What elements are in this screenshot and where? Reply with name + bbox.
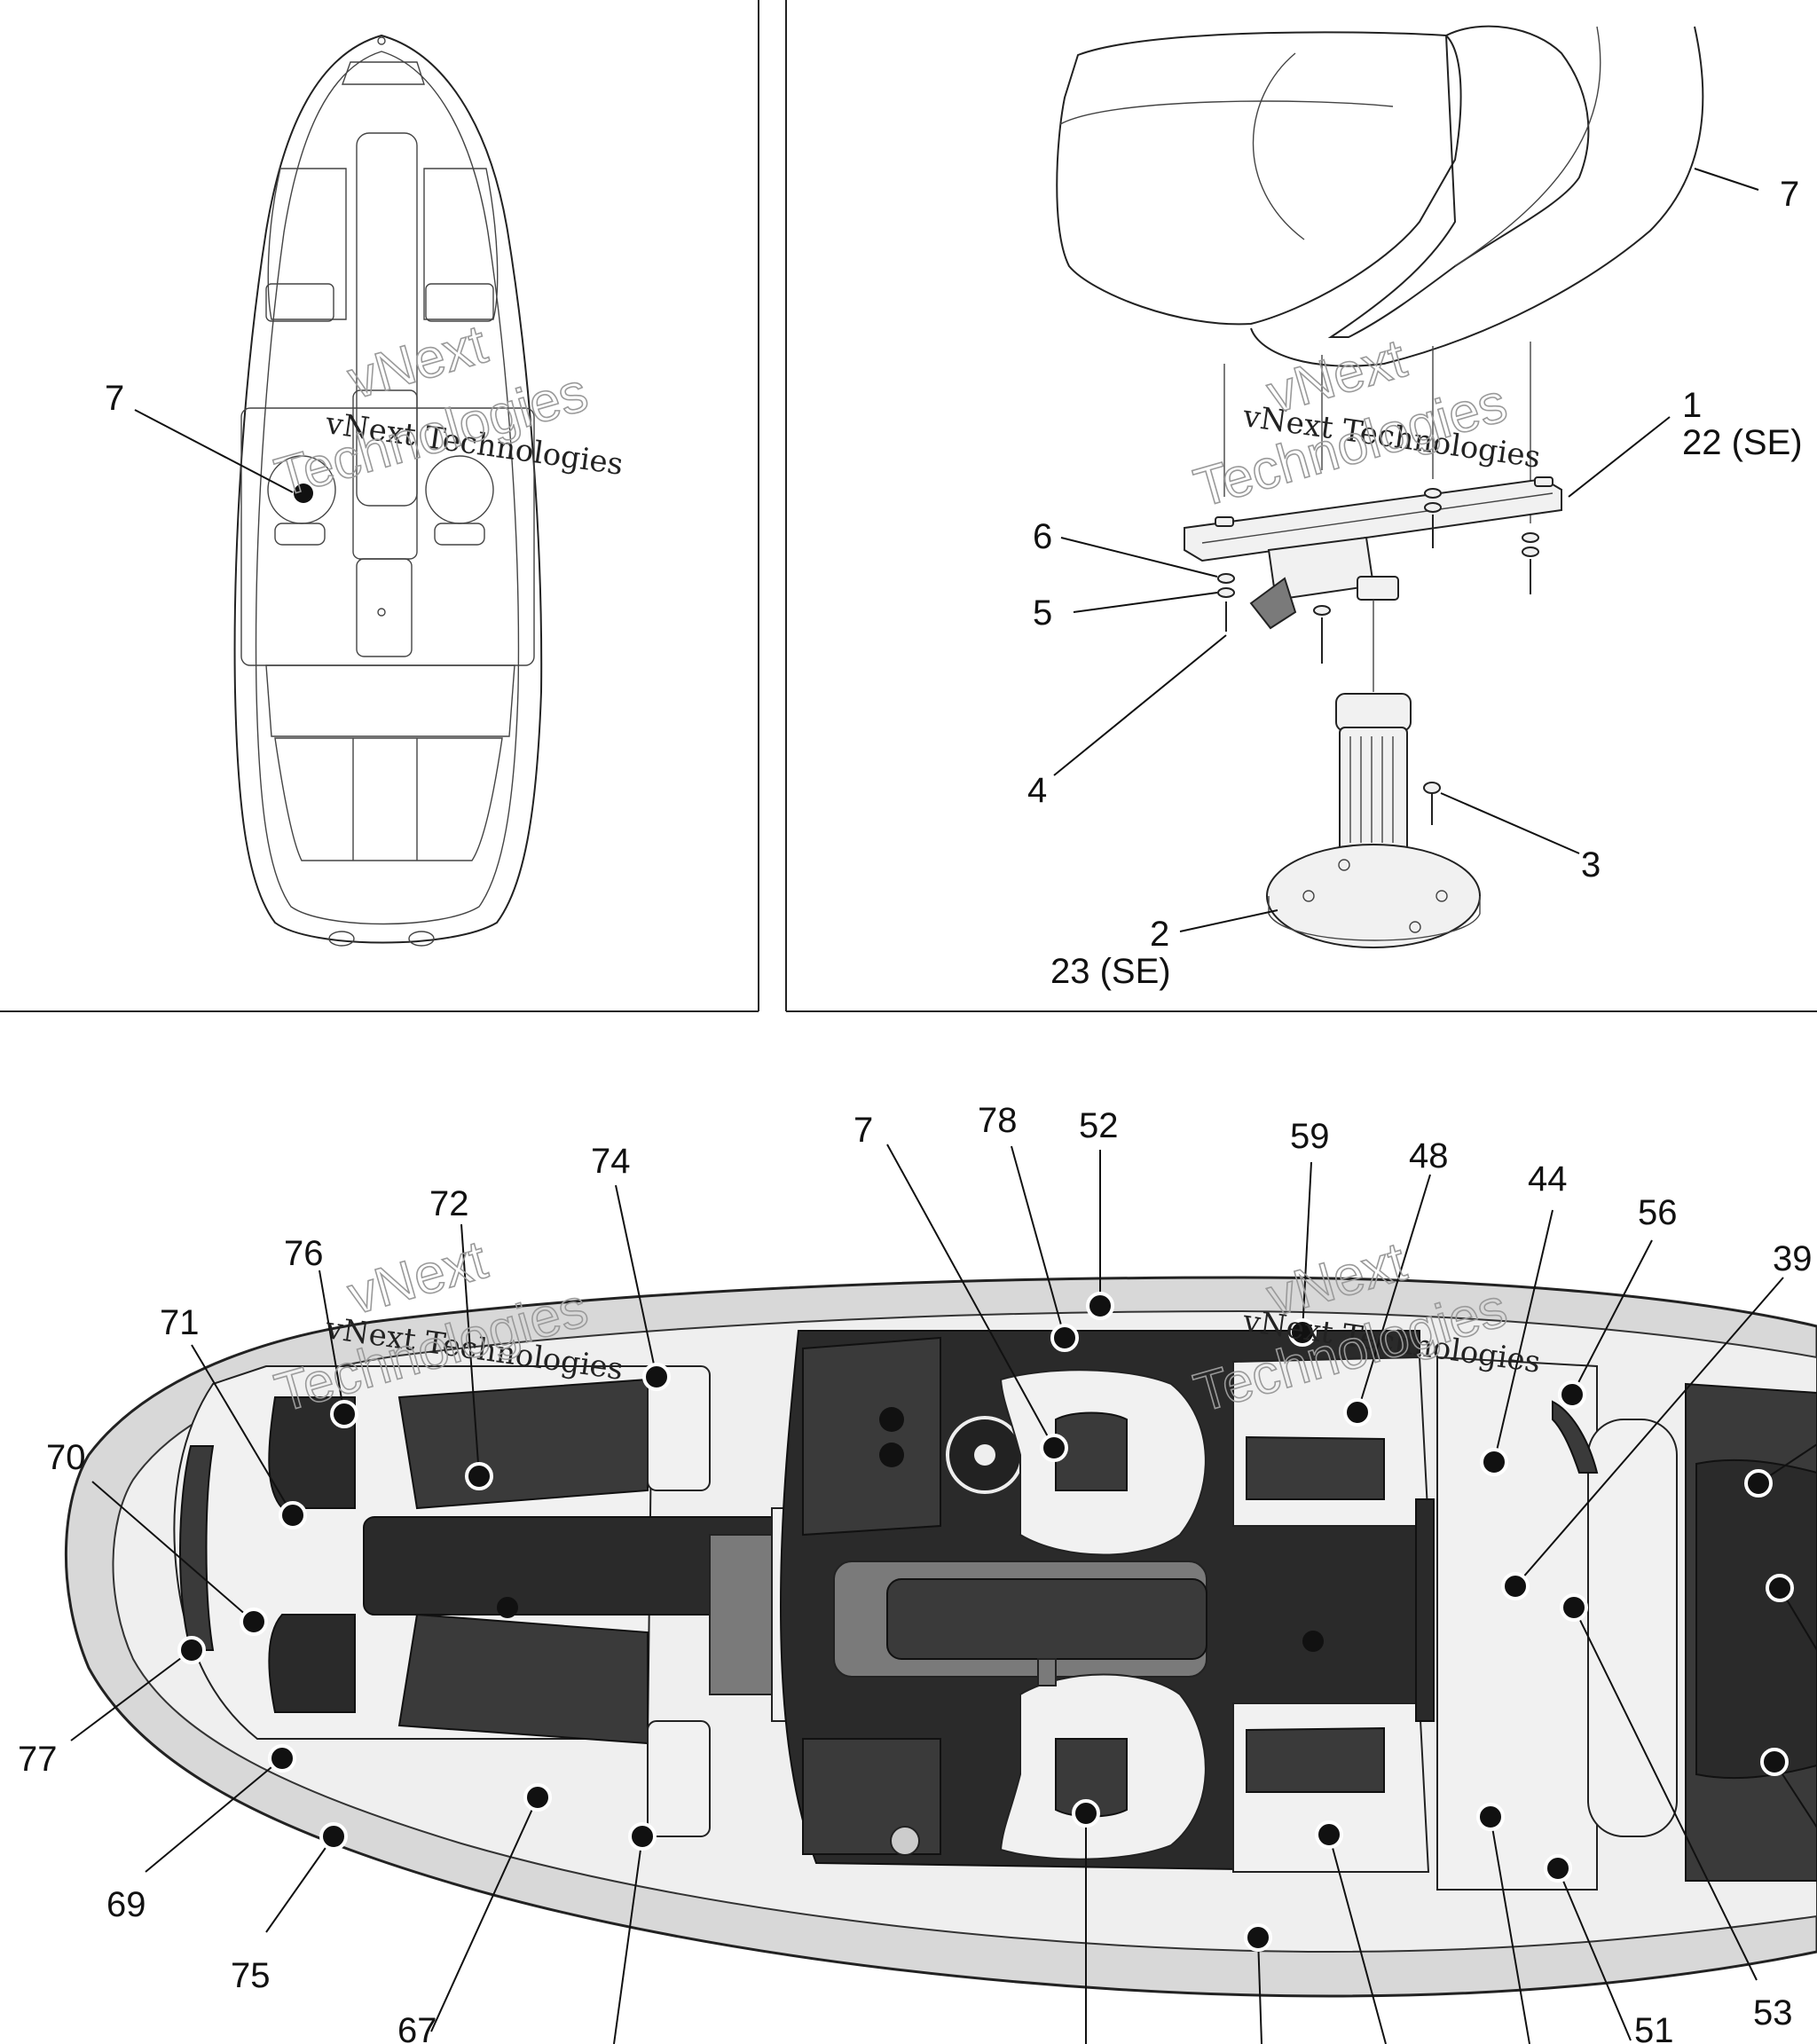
callouts-top-right: 7 1 22 (SE) 6 5 4 3 2 23 (SE) — [1027, 168, 1803, 991]
callout-label: 7 — [1780, 175, 1799, 214]
callout-label: 69 — [106, 1885, 146, 1924]
callout-label: 75 — [231, 1956, 271, 1995]
callout-label: 1 — [1682, 386, 1702, 425]
callouts-bottom: 7 78 52 59 48 44 56 39 74 72 — [18, 1101, 1817, 2044]
callout-label: 78 — [978, 1101, 1018, 1140]
callout-label: 5 — [1033, 594, 1052, 633]
callout-label: 3 — [1581, 845, 1601, 884]
callout-label: 76 — [284, 1234, 324, 1273]
callout-label: 67 — [397, 2011, 437, 2044]
callout-label: 48 — [1409, 1136, 1449, 1175]
callout-label: 2 — [1150, 915, 1169, 954]
callout-label: 51 — [1634, 2011, 1674, 2044]
callout-label: 70 — [46, 1438, 86, 1477]
watermark-top-left: vNext Technologies Technologies vNext — [268, 313, 625, 510]
callout-label: 7 — [105, 379, 124, 418]
callout-label: 56 — [1638, 1193, 1678, 1232]
callout-label: 53 — [1753, 1993, 1793, 2032]
panel-frames — [0, 0, 1817, 1012]
callout-label: 39 — [1773, 1239, 1813, 1278]
callout-label: 44 — [1528, 1160, 1568, 1199]
callout-label: 72 — [429, 1184, 469, 1223]
callout-label: 6 — [1033, 517, 1052, 556]
callout-label: 77 — [18, 1740, 58, 1779]
boat-top-view — [233, 34, 543, 947]
callout-label: 22 (SE) — [1682, 423, 1803, 462]
seat-exploded-view — [1056, 25, 1704, 948]
deck-plan — [64, 1276, 1817, 1998]
callout-label: 7 — [853, 1111, 873, 1150]
callout-7-top-left: 7 — [105, 379, 294, 493]
callout-label: 4 — [1027, 771, 1047, 810]
callout-label: 59 — [1290, 1117, 1330, 1156]
hardware-washers — [1217, 488, 1539, 825]
callout-label: 71 — [160, 1303, 200, 1342]
callout-label: 74 — [591, 1142, 631, 1181]
callout-label: 52 — [1079, 1106, 1119, 1145]
seat-location-dot — [294, 483, 313, 503]
callout-label: 23 (SE) — [1050, 952, 1171, 991]
